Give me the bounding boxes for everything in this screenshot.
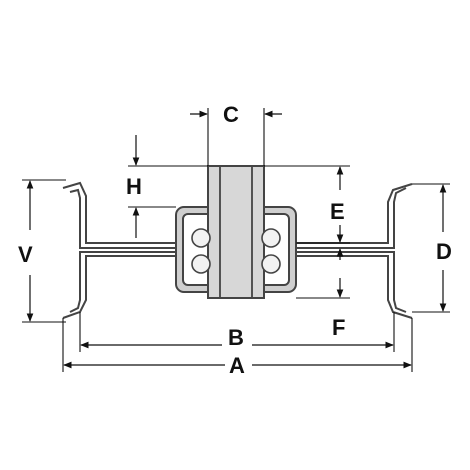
label-d: D	[436, 239, 452, 264]
label-e: E	[330, 199, 345, 224]
label-a: A	[229, 353, 245, 378]
hub-sleeve	[207, 165, 265, 299]
label-h: H	[126, 174, 142, 199]
pulley-left-flange	[62, 181, 176, 319]
pulley-right-flange	[296, 183, 413, 319]
dimension-a	[62, 318, 413, 372]
dimension-v	[22, 179, 66, 323]
label-c: C	[223, 102, 239, 127]
dimension-h	[128, 135, 208, 238]
dimension-e	[264, 165, 350, 244]
dimension-c	[190, 108, 282, 166]
dimension-f	[296, 248, 350, 299]
label-b: B	[228, 325, 244, 350]
dimension-d	[412, 183, 450, 313]
label-f: F	[332, 315, 345, 340]
label-v: V	[18, 242, 33, 267]
ball-bearings	[191, 228, 281, 274]
dimension-b	[79, 312, 395, 352]
